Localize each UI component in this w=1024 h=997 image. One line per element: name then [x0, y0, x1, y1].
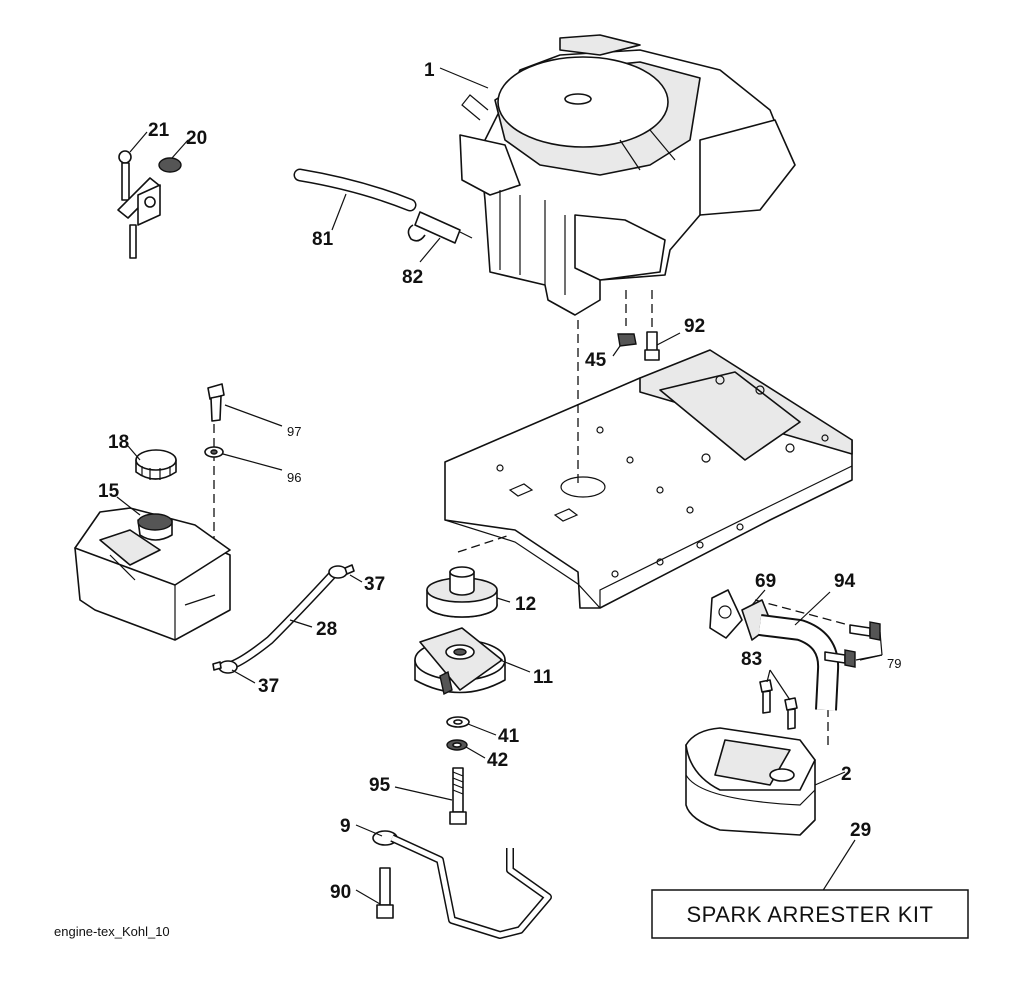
- electric-clutch: [414, 627, 506, 696]
- engine: [459, 34, 796, 316]
- callout-28: 28: [316, 619, 337, 640]
- muffler: [685, 727, 816, 836]
- bolts-79: [824, 621, 881, 668]
- callout-20: 20: [186, 128, 207, 149]
- breather-hose: [293, 168, 417, 212]
- callout-94: 94: [834, 571, 856, 592]
- callout-12: 12: [515, 594, 536, 615]
- callout-21: 21: [148, 120, 170, 141]
- kit-box: [651, 889, 969, 939]
- bolt-92: [644, 331, 660, 361]
- screws-83: [759, 679, 798, 730]
- engine-pulley: [426, 566, 498, 618]
- callout-1: 1: [424, 60, 435, 81]
- bolt-90: [376, 867, 394, 919]
- callout-42: 42: [487, 750, 508, 771]
- fuel-line: [227, 567, 340, 670]
- callout-92: 92: [684, 316, 705, 337]
- callout-11: 11: [533, 667, 554, 688]
- screw-97: [207, 383, 225, 422]
- callout-81: 81: [312, 229, 334, 250]
- callout-37-bottom: 37: [258, 676, 279, 697]
- callout-83: 83: [741, 649, 762, 670]
- callout-18: 18: [108, 432, 129, 453]
- callout-leaders: [116, 67, 883, 905]
- diagram-caption: engine-tex_Kohl_10: [54, 924, 170, 939]
- callout-15: 15: [98, 481, 120, 502]
- callout-97: 97: [287, 424, 301, 439]
- callout-96: 96: [287, 470, 301, 485]
- callout-29: 29: [850, 820, 871, 841]
- callout-95: 95: [369, 775, 391, 796]
- chassis-frame: [444, 349, 853, 609]
- exhaust-pipe: [758, 614, 840, 711]
- throttle-control: [117, 150, 182, 259]
- spark-arrester-kit: SPARK ARRESTER KIT: [651, 889, 969, 939]
- bolt-95: [449, 767, 467, 825]
- washer-41: [446, 716, 470, 728]
- assembly-lines: [213, 290, 861, 748]
- fuel-cap: [135, 449, 177, 480]
- fuel-tank: [74, 507, 231, 641]
- callout-labels: 1 2 9 11 12 15 18 20 21 28 29 37 37 41 4…: [98, 60, 901, 903]
- callout-9: 9: [340, 816, 351, 837]
- callout-37-top: 37: [364, 574, 385, 595]
- callout-2: 2: [841, 764, 852, 785]
- callout-90: 90: [330, 882, 351, 903]
- kit-label: SPARK ARRESTER KIT: [687, 902, 934, 927]
- washer-96: [204, 446, 224, 458]
- nut-45: [617, 333, 637, 347]
- callout-41: 41: [498, 726, 520, 747]
- fuel-valve: [407, 211, 473, 244]
- callout-69: 69: [755, 571, 776, 592]
- idler-arm: [372, 830, 552, 939]
- callout-45: 45: [585, 350, 607, 371]
- hose-clamp-top: [328, 564, 355, 579]
- callout-79: 79: [887, 656, 901, 671]
- washer-42: [446, 739, 468, 751]
- callout-82: 82: [402, 267, 423, 288]
